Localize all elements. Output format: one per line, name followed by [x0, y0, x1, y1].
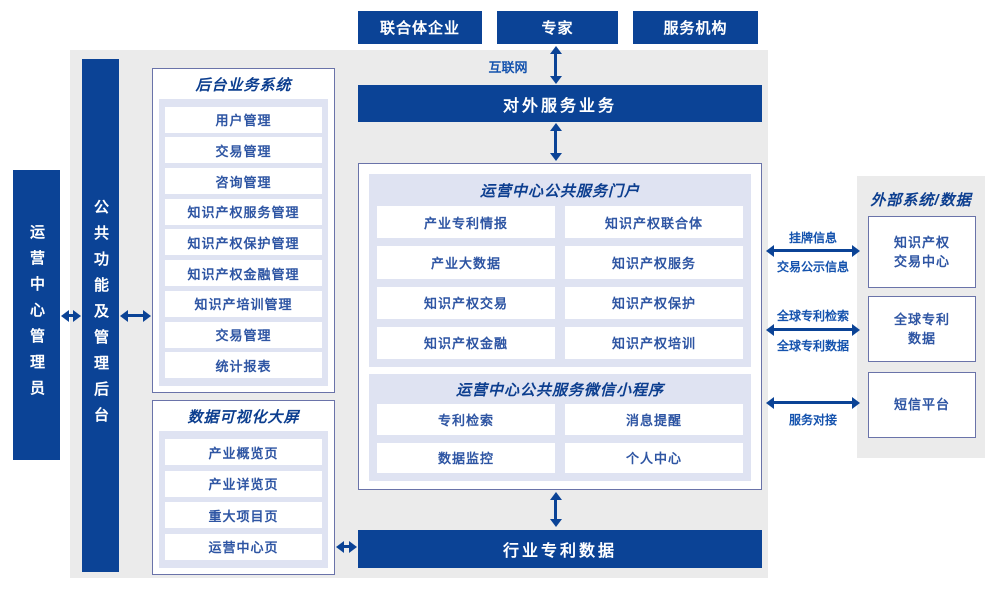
data-screen-item: 产业概览页: [165, 439, 322, 466]
backend-item: 咨询管理: [165, 168, 322, 195]
arrow-admin-publicfunctions-icon: [69, 314, 73, 317]
box-consortium-enterprises: 联合体企业: [358, 11, 482, 44]
bar-industry-patent-data: 行业专利数据: [358, 530, 762, 568]
bar-operation-center-admin: 运营中心管理员: [13, 170, 60, 460]
backend-item: 交易管理: [165, 137, 322, 164]
data-screen-item: 运营中心页: [165, 533, 322, 560]
link-label-listing-info: 挂牌信息: [788, 231, 837, 245]
link-label-transaction-publicity: 交易公示信息: [776, 260, 849, 274]
box-consortium-enterprises-label: 联合体企业: [379, 20, 460, 37]
arrow-internet-icon: [554, 54, 557, 76]
portal-item: 知识产权联合体: [565, 206, 743, 239]
box-ip-trading-center: 知识产权 交易中心: [868, 216, 976, 288]
backend-system-title: 后台业务系统: [195, 76, 292, 94]
backend-item: 知识产权服务管理: [165, 198, 322, 225]
backend-item: 统计报表: [165, 352, 322, 379]
arrow-portal-iptrading-icon: [774, 249, 852, 252]
box-experts-label: 专家: [541, 20, 574, 37]
panel-miniprogram: 运营中心公共服务微信小程序 专利检索 消息提醒 数据监控 个人中心: [369, 374, 751, 481]
box-service-agencies: 服务机构: [633, 11, 758, 44]
portal-item: 知识产权交易: [377, 286, 555, 319]
portal-item: 产业大数据: [377, 246, 555, 279]
portal-item: 产业专利情报: [377, 206, 555, 239]
panel-portal: 运营中心公共服务门户 产业专利情报 知识产权联合体 产业大数据 知识产权服务 知…: [369, 174, 751, 367]
miniprogram-item: 专利检索: [377, 404, 555, 435]
arrow-portal-sms-icon: [774, 401, 852, 404]
miniprogram-items: 专利检索 消息提醒 数据监控 个人中心: [369, 404, 751, 481]
arrow-portal-globalpatent-icon: [774, 328, 852, 331]
backend-item: 知识产权金融管理: [165, 260, 322, 287]
link-label-global-patent-data: 全球专利数据: [776, 339, 849, 353]
box-service-agencies-label: 服务机构: [663, 20, 728, 37]
miniprogram-item: 消息提醒: [565, 404, 743, 435]
box-experts: 专家: [497, 11, 618, 44]
box-global-patent-data: 全球专利 数据: [868, 296, 976, 362]
external-title: 外部系统/数据: [870, 191, 972, 209]
box-data-screen: 数据可视化大屏 产业概览页 产业详览页 重大项目页 运营中心页: [152, 400, 335, 575]
portal-items: 产业专利情报 知识产权联合体 产业大数据 知识产权服务 知识产权交易 知识产权保…: [369, 206, 751, 367]
arrow-externalservice-portal-icon: [554, 131, 557, 153]
bar-public-functions-label: 公共功能及管理后台: [92, 198, 109, 433]
box-operation-center: 运营中心公共服务门户 产业专利情报 知识产权联合体 产业大数据 知识产权服务 知…: [358, 163, 762, 490]
bar-public-functions: 公共功能及管理后台: [82, 59, 119, 572]
backend-item: 知识产培训管理: [165, 290, 322, 317]
arrow-publicfunctions-backend-icon: [128, 314, 143, 317]
backend-item: 交易管理: [165, 321, 322, 348]
data-screen-item: 产业详览页: [165, 470, 322, 497]
bar-operation-center-admin-label: 运营中心管理员: [28, 224, 45, 406]
backend-item: 知识产权保护管理: [165, 229, 322, 256]
bar-industry-patent-data-label: 行业专利数据: [502, 543, 617, 560]
arrow-datascreen-industrydata-icon: [344, 545, 349, 548]
backend-system-items: 用户管理 交易管理 咨询管理 知识产权服务管理 知识产权保护管理 知识产权金融管…: [159, 99, 328, 386]
portal-item: 知识产权金融: [377, 326, 555, 359]
miniprogram-item: 个人中心: [565, 442, 743, 473]
portal-item: 知识产权培训: [565, 326, 743, 359]
data-screen-item: 重大项目页: [165, 502, 322, 529]
arrow-center-industrydata-icon: [554, 500, 557, 519]
box-backend-system: 后台业务系统 用户管理 交易管理 咨询管理 知识产权服务管理 知识产权保护管理 …: [152, 68, 335, 393]
link-label-service-connect: 服务对接: [788, 413, 837, 427]
portal-item: 知识产权服务: [565, 246, 743, 279]
box-sms-platform: 短信平台: [868, 372, 976, 438]
portal-title: 运营中心公共服务门户: [479, 182, 640, 200]
backend-item: 用户管理: [165, 106, 322, 133]
data-screen-title: 数据可视化大屏: [187, 408, 300, 426]
data-screen-items: 产业概览页 产业详览页 重大项目页 运营中心页: [159, 431, 328, 568]
internet-label: 互联网: [488, 60, 528, 75]
bar-external-service: 对外服务业务: [358, 85, 762, 122]
miniprogram-title: 运营中心公共服务微信小程序: [455, 381, 664, 399]
link-label-global-patent-search: 全球专利检索: [776, 309, 849, 323]
miniprogram-item: 数据监控: [377, 442, 555, 473]
bar-external-service-label: 对外服务业务: [502, 97, 617, 115]
portal-item: 知识产权保护: [565, 286, 743, 319]
